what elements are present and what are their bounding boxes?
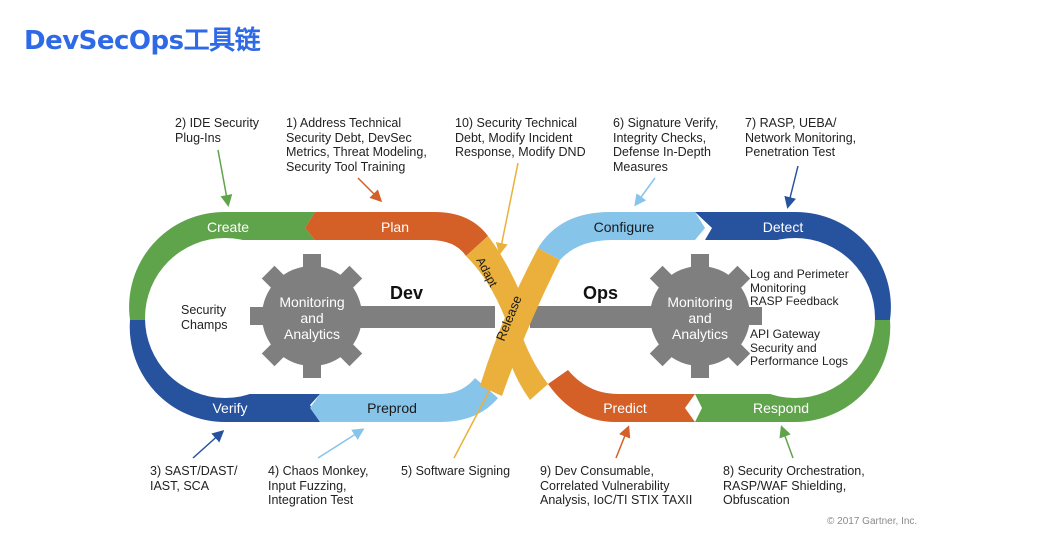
- arrow-release: [453, 375, 498, 459]
- annotation-3-sast-dast: 3) SAST/DAST/ IAST, SCA: [150, 464, 238, 493]
- annotation-7-rasp-ueba: 7) RASP, UEBA/ Network Monitoring, Penet…: [745, 116, 857, 159]
- arrow-predict: [615, 425, 631, 459]
- label-predict: Predict: [603, 400, 647, 416]
- label-configure: Configure: [594, 219, 655, 235]
- segment-configure: [538, 212, 705, 260]
- ops-label: Ops: [583, 283, 619, 303]
- security-champs-text: Security Champs: [181, 303, 228, 332]
- annotation-4-chaos-monkey: 4) Chaos Monkey, Input Fuzzing, Integrat…: [268, 464, 369, 507]
- segment-detect: [695, 211, 891, 320]
- annotation-10-security-debt: 10) Security Technical Debt, Modify Inci…: [455, 116, 586, 159]
- arrow-verify: [192, 429, 225, 459]
- arrow-preprod: [317, 428, 365, 459]
- segment-release-lower: [505, 330, 548, 400]
- label-respond: Respond: [753, 400, 809, 416]
- copyright-text: © 2017 Gartner, Inc.: [827, 516, 918, 527]
- annotation-2-ide-security: 2) IDE Security Plug-Ins: [175, 116, 260, 145]
- arrow-detect: [784, 165, 799, 209]
- gear-text-left: Monitoring and Analytics: [279, 294, 345, 342]
- annotation-8-security-orchestration: 8) Security Orchestration, RASP/WAF Shie…: [723, 464, 865, 507]
- annotation-6-signature-verify: 6) Signature Verify, Integrity Checks, D…: [613, 116, 719, 174]
- label-verify: Verify: [212, 400, 247, 416]
- segment-adapt: [466, 236, 520, 318]
- arrow-adapt: [495, 162, 519, 255]
- segment-predict: [548, 370, 695, 422]
- arrow-respond: [779, 425, 794, 459]
- detect-note-text: Log and Perimeter Monitoring RASP Feedba…: [750, 267, 849, 308]
- respond-note-text: API Gateway Security and Performance Log…: [750, 327, 849, 368]
- dev-label: Dev: [390, 283, 424, 303]
- annotation-5-software-signing: 5) Software Signing: [401, 464, 511, 478]
- arrow-ide-plugins: [217, 149, 233, 207]
- label-create: Create: [207, 219, 249, 235]
- segment-release: [480, 248, 560, 396]
- segment-respond: [695, 320, 891, 423]
- segment-preprod: [310, 378, 498, 422]
- gear-icon-left: [250, 254, 374, 378]
- gear-icon-right: [638, 254, 762, 378]
- label-plan: Plan: [381, 219, 409, 235]
- segment-plan: [305, 212, 488, 256]
- arrow-configure: [634, 177, 656, 207]
- label-preprod: Preprod: [367, 400, 417, 416]
- segment-create: [129, 211, 315, 320]
- segment-verify: [129, 320, 320, 423]
- label-detect: Detect: [763, 219, 804, 235]
- annotation-1-technical-debt: 1) Address Technical Security Debt, DevS…: [286, 116, 427, 174]
- annotation-9-dev-consumable: 9) Dev Consumable, Correlated Vulnerabil…: [540, 464, 693, 507]
- gear-text-right: Monitoring and Analytics: [667, 294, 733, 342]
- page-title: DevSecOps工具链: [24, 26, 261, 56]
- arrow-plan: [357, 177, 383, 203]
